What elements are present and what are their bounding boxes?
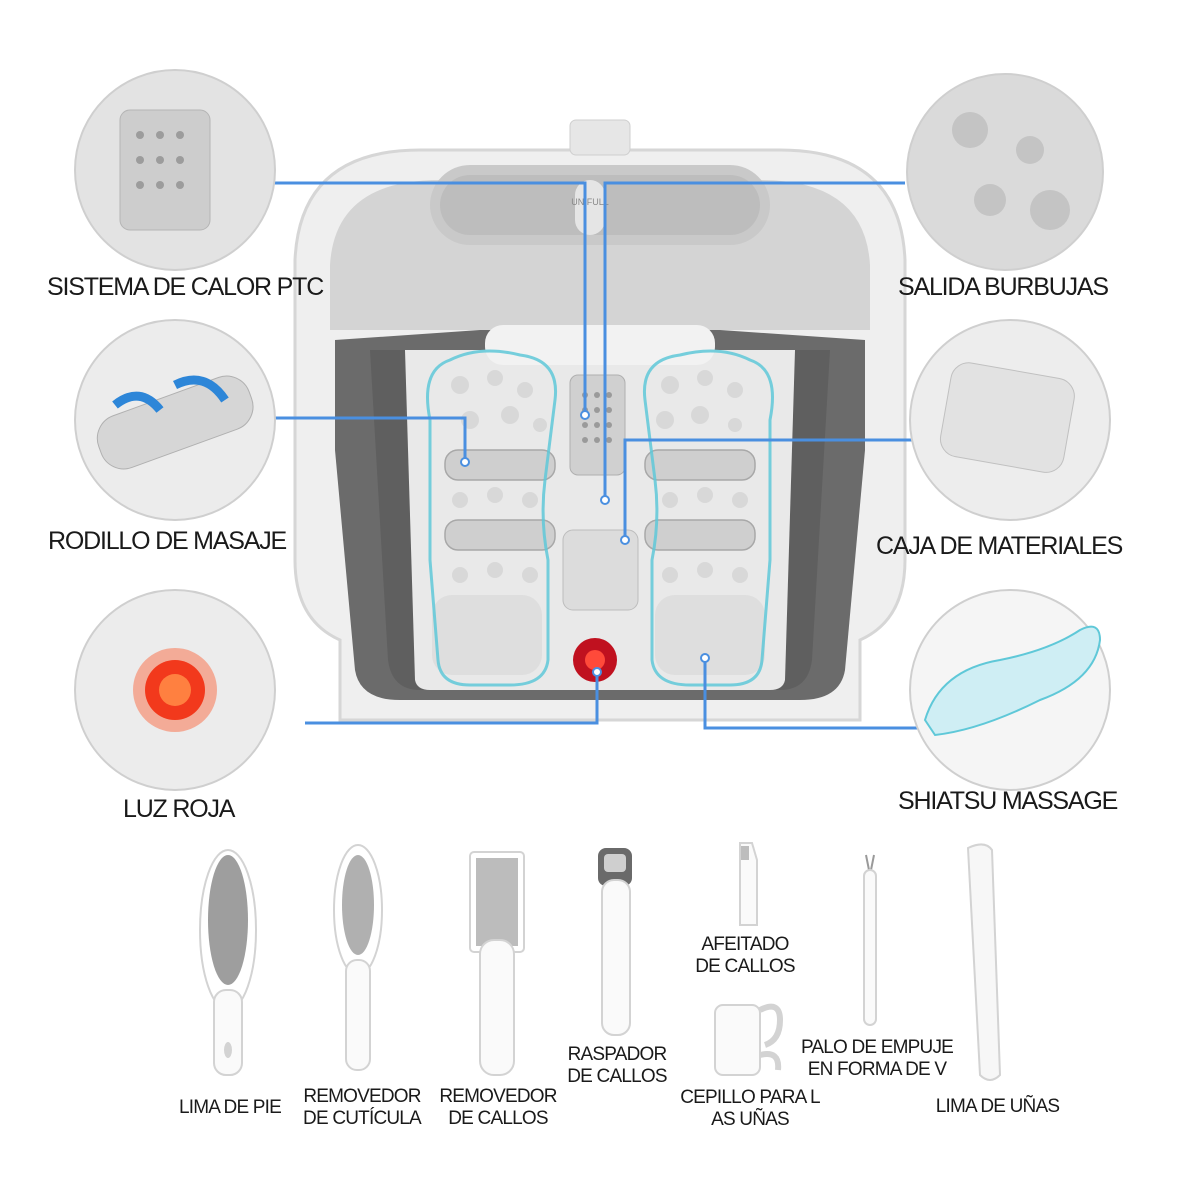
- foot-spa-tub: UN FULL: [293, 119, 907, 722]
- label-callus-shaver: AFEITADO DE CALLOS: [695, 934, 795, 977]
- callus-remover-tool: [469, 851, 525, 1076]
- label-callus-remover: REMOVEDOR DE CALLOS: [439, 1086, 557, 1129]
- label-cuticle-remover: REMOVEDOR DE CUTÍCULA: [303, 1086, 422, 1129]
- bubbles-circle: [906, 73, 1104, 271]
- label-ptc-heating: SISTEMA DE CALOR PTC: [47, 273, 324, 301]
- callus-scraper-tool: [598, 848, 632, 1036]
- label-nail-brush: CEPILLO PARA L AS UÑAS: [680, 1087, 820, 1130]
- accessories: [199, 842, 1002, 1081]
- label-material-box: CAJA DE MATERIALES: [876, 532, 1123, 560]
- foot-file-tool: [199, 849, 257, 1076]
- label-nail-file: LIMA DE UÑAS: [935, 1096, 1060, 1117]
- label-roller: RODILLO DE MASAJE: [48, 527, 287, 555]
- cuticle-remover-tool: [333, 844, 383, 1071]
- label-foot-file: LIMA DE PIE: [178, 1097, 282, 1118]
- roller-circle: [74, 319, 276, 521]
- brand-mark: UN FULL: [571, 197, 609, 207]
- shiatsu-circle: [909, 589, 1111, 791]
- nail-brush-tool: [714, 1003, 784, 1076]
- material-box-circle: [909, 319, 1111, 521]
- label-shiatsu: SHIATSU MASSAGE: [898, 787, 1118, 815]
- callus-shaver-tool: [739, 842, 758, 926]
- label-red-light: LUZ ROJA: [123, 795, 235, 823]
- red-light-circle: [74, 589, 276, 791]
- label-bubbles: SALIDA BURBUJAS: [898, 273, 1109, 301]
- callout-lines: [245, 181, 920, 730]
- v-pusher-tool: [863, 854, 877, 1026]
- label-v-pusher: PALO DE EMPUJE EN FORMA DE V: [800, 1037, 954, 1080]
- nail-file-tool: [966, 843, 1002, 1081]
- label-callus-scraper: RASPADOR DE CALLOS: [567, 1044, 667, 1087]
- ptc-heater-circle: [74, 69, 276, 271]
